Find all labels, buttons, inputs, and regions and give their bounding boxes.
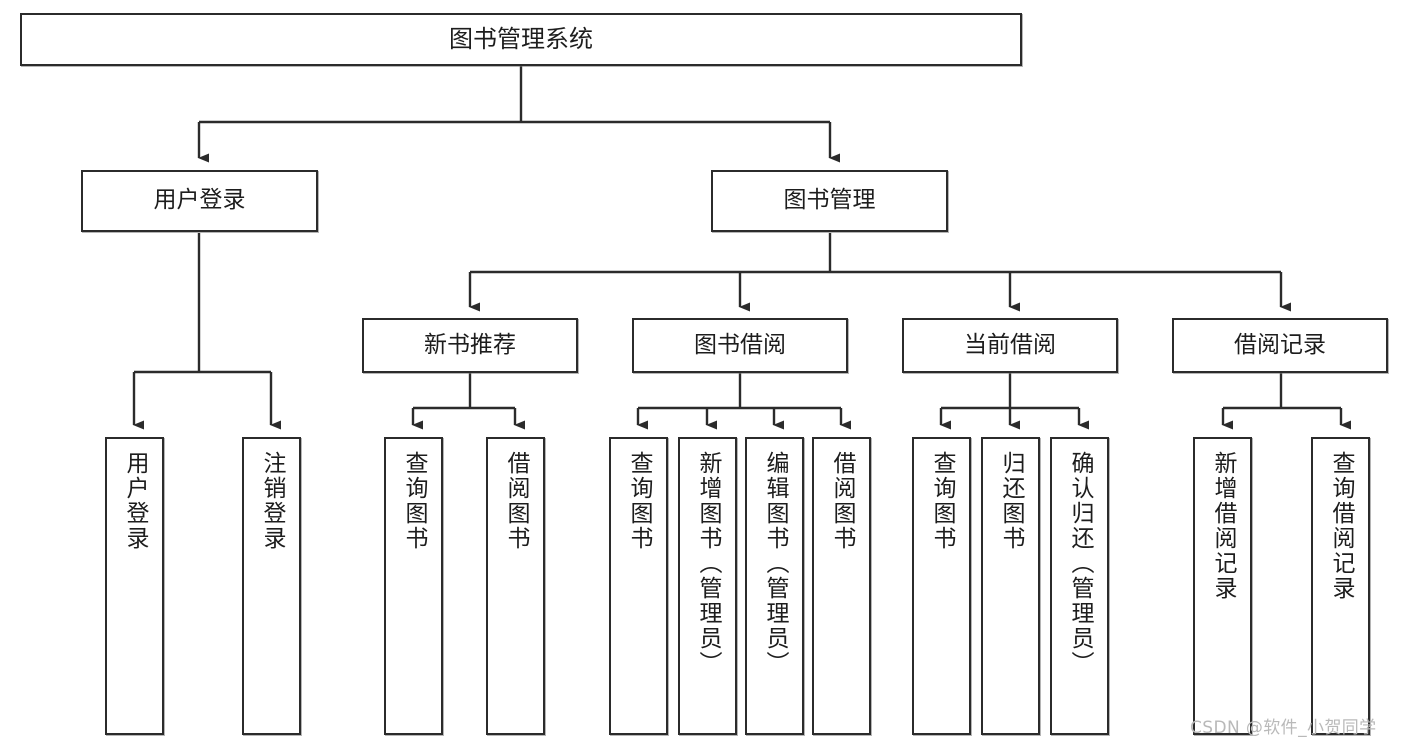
- node-label: 确认归还（管理员）: [1067, 451, 1093, 676]
- node-label: 借阅记录: [1234, 331, 1326, 358]
- node-label: 图书管理系统: [449, 25, 593, 54]
- node-label: 新增借阅记录: [1210, 451, 1236, 601]
- leaf-borrow-book[interactable]: 借阅图书: [812, 437, 871, 735]
- node-current-borrow[interactable]: 当前借阅: [902, 318, 1118, 373]
- leaf-logout[interactable]: 注销登录: [242, 437, 301, 735]
- leaf-query-book-new[interactable]: 查询图书: [384, 437, 443, 735]
- leaf-add-book-admin[interactable]: 新增图书（管理员）: [678, 437, 737, 735]
- node-root-system[interactable]: 图书管理系统: [20, 13, 1022, 66]
- node-label: 归还图书: [998, 451, 1024, 551]
- leaf-query-borrow-record[interactable]: 查询借阅记录: [1311, 437, 1370, 735]
- node-borrow-record[interactable]: 借阅记录: [1172, 318, 1388, 373]
- leaf-return-book[interactable]: 归还图书: [981, 437, 1040, 735]
- node-label: 借阅图书: [503, 451, 529, 551]
- leaf-edit-book-admin[interactable]: 编辑图书（管理员）: [745, 437, 804, 735]
- node-label: 新增图书（管理员）: [695, 451, 721, 676]
- node-user-login[interactable]: 用户登录: [81, 170, 318, 232]
- node-label: 当前借阅: [964, 331, 1056, 358]
- node-book-management[interactable]: 图书管理: [711, 170, 948, 232]
- node-new-book-recommend[interactable]: 新书推荐: [362, 318, 578, 373]
- node-label: 图书借阅: [694, 331, 786, 358]
- leaf-confirm-return-admin[interactable]: 确认归还（管理员）: [1050, 437, 1109, 735]
- node-label: 借阅图书: [829, 451, 855, 551]
- leaf-query-book-current[interactable]: 查询图书: [912, 437, 971, 735]
- node-label: 用户登录: [122, 451, 148, 551]
- node-label: 查询图书: [626, 451, 652, 551]
- node-label: 新书推荐: [424, 331, 516, 358]
- node-label: 图书管理: [783, 187, 876, 214]
- node-book-borrow[interactable]: 图书借阅: [632, 318, 848, 373]
- node-label: 查询图书: [401, 451, 427, 551]
- node-label: 编辑图书（管理员）: [762, 451, 788, 676]
- node-label: 用户登录: [153, 187, 246, 214]
- csdn-watermark: CSDN @软件_小贺同学: [1190, 718, 1377, 738]
- leaf-query-book-borrow[interactable]: 查询图书: [609, 437, 668, 735]
- node-label: 注销登录: [259, 451, 285, 551]
- leaf-add-borrow-record[interactable]: 新增借阅记录: [1193, 437, 1252, 735]
- leaf-user-login[interactable]: 用户登录: [105, 437, 164, 735]
- node-label: 查询借阅记录: [1328, 451, 1354, 601]
- node-label: 查询图书: [929, 451, 955, 551]
- leaf-borrow-book-new[interactable]: 借阅图书: [486, 437, 545, 735]
